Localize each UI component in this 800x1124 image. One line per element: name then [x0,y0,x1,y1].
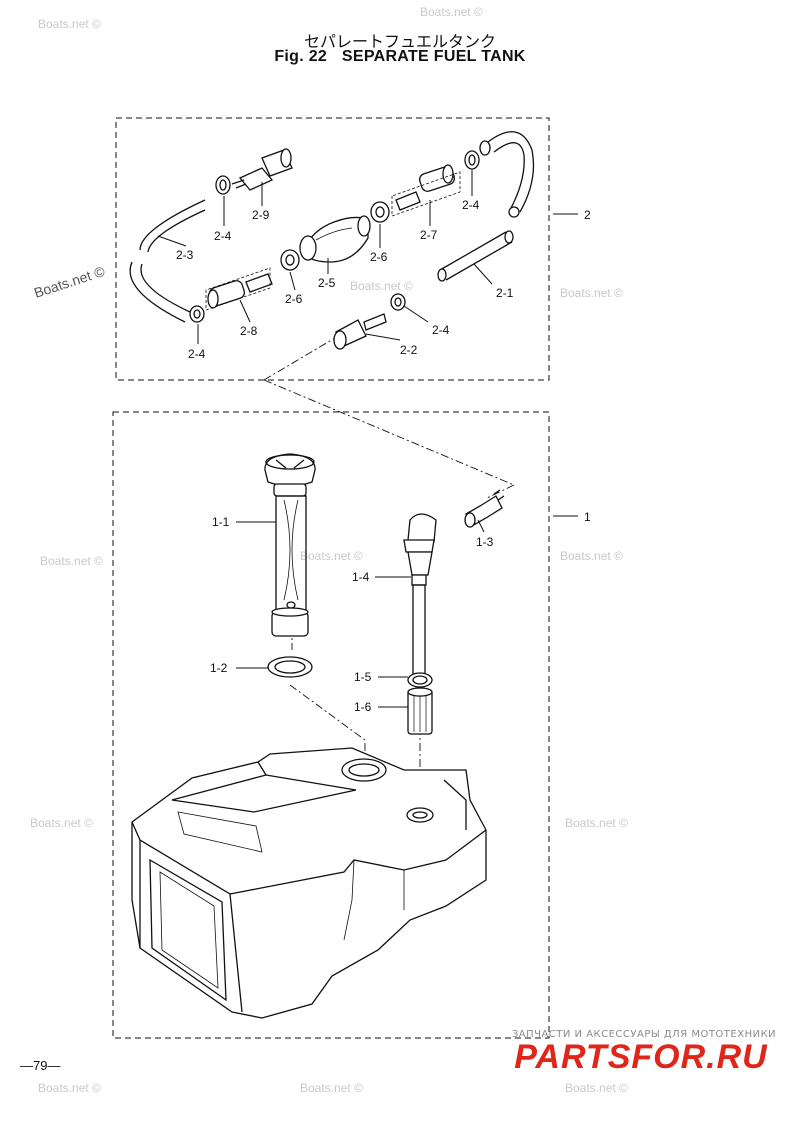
o-ring-1-2 [267,656,313,678]
watermark: Boats.net © [32,263,107,301]
connection-lines [263,334,515,800]
figure-title-japanese: セパレートフュエルタンク [303,32,496,51]
group-2-box [115,117,550,381]
callout-2-7: 2-7 [420,228,438,242]
clamp-2-4 [215,175,231,195]
callout-1-3: 1-3 [476,535,494,549]
callout-1-5: 1-5 [354,670,372,684]
callout-2-4: 2-4 [462,198,480,212]
watermark: Boats.net © [38,17,101,31]
tank-filler-neck [341,758,387,782]
tank-outlet [406,807,434,823]
figure-title-english: SEPARATE FUEL TANK [341,48,526,65]
hose-2-3-lower [129,261,191,323]
watermark: Boats.net © [300,549,363,563]
callout-2-2: 2-2 [400,343,418,357]
group-1-parts [131,453,505,1019]
callout-2-8: 2-8 [240,324,258,338]
clamp-2-4 [189,305,205,323]
clamp-2-4 [464,150,480,170]
callout-1: 1 [584,510,591,524]
callout-labels: 2-9 2-4 2-3 2-4 2-8 2-6 2-5 2-6 2-7 2-4 … [176,198,591,714]
hose-right [487,131,535,213]
callout-2-9: 2-9 [252,208,270,222]
page-number: —79— [20,1058,61,1073]
callout-2-5: 2-5 [318,276,336,290]
hose-2-1 [439,231,513,281]
watermark: Boats.net © [300,1081,363,1095]
callout-2-3: 2-3 [176,248,194,262]
callout-1-2: 1-2 [210,661,228,675]
fitting-2-6 [280,249,300,271]
connector-2-9 [238,167,274,191]
callout-1-1: 1-1 [212,515,230,529]
callout-2-4: 2-4 [214,229,232,243]
callout-2-6: 2-6 [370,250,388,264]
leader-lines [157,170,578,708]
hose-2-3 [139,199,206,253]
watermark: Boats.net © [565,816,628,830]
figure-number: Fig. 22 [274,48,328,65]
watermark: Boats.net © [565,1081,628,1095]
callout-2: 2 [584,208,591,222]
callout-1-6: 1-6 [354,700,372,714]
pickup-tube-1-4 [412,584,426,676]
callout-2-4: 2-4 [188,347,206,361]
callout-2-4: 2-4 [432,323,450,337]
group-2-parts [129,131,535,350]
clamp-2-4 [390,293,406,311]
watermark: Boats.net © [420,5,483,19]
watermark: Boats.net © [560,549,623,563]
watermark: Boats.net © [560,286,623,300]
watermark: Boats.net © [40,554,103,568]
fuel-tank-body [131,747,487,1019]
callout-2-1: 2-1 [496,286,514,300]
callout-2-6: 2-6 [285,292,303,306]
figure-title: Fig. 22 SEPARATE FUEL TANK [0,48,800,66]
gauge-cap-1-1 [264,453,316,487]
banner-tagline: ЗАПЧАСТИ И АКСЕССУАРЫ ДЛЯ МОТОТЕХНИКИ [511,1029,777,1040]
group-1-box [112,411,550,1039]
o-ring-1-5 [407,672,433,688]
callout-1-4: 1-4 [352,570,370,584]
watermark: Boats.net © [350,279,413,293]
banner-logo[interactable]: PARTSFOR.RU [514,1038,768,1076]
watermarks: Boats.net © Boats.net © Boats.net © Boat… [30,5,628,1095]
watermark: Boats.net © [38,1081,101,1095]
fitting-2-6 [370,201,390,223]
watermark: Boats.net © [30,816,93,830]
